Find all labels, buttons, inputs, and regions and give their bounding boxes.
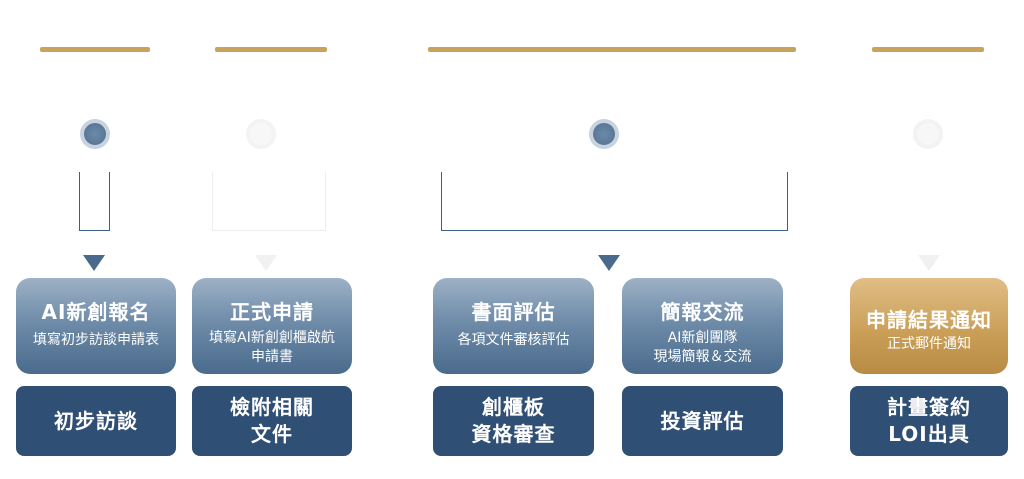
- box-label: 初步訪談: [54, 408, 138, 433]
- flow-arrow-1: [83, 255, 105, 271]
- box-label: 計畫簽約: [887, 395, 971, 419]
- step-number-4: 4: [922, 86, 934, 105]
- card-subtitle: 各項文件審核評估: [457, 332, 570, 348]
- card-title: 正式申請: [230, 300, 314, 324]
- stage-underline-1: [40, 47, 150, 52]
- card-subtitle-line2: 申請書: [251, 349, 293, 365]
- card-formal-application: 正式申請 填寫AI新創創櫃啟航 申請書: [192, 278, 352, 374]
- flow-arrow-2: [255, 255, 277, 271]
- stage-title-announcement: 結果公告: [890, 16, 966, 37]
- box-label: 檢附相關: [230, 395, 314, 419]
- box-label-line2: 資格審查: [471, 422, 556, 446]
- box-label-line2: LOI出具: [888, 422, 970, 446]
- card-subtitle: 填寫初步訪談申請表: [33, 332, 159, 348]
- timeline-dot-1: [80, 119, 110, 149]
- card-subtitle: 正式郵件通知: [887, 336, 971, 352]
- stage-underline-3: [428, 47, 796, 52]
- flow-arrow-4: [918, 255, 940, 271]
- box-attach-documents: 檢附相關 文件: [192, 386, 352, 456]
- timeline-dot-3: [589, 119, 619, 149]
- step-number-1: 1: [89, 86, 101, 105]
- box-board-qualification: 創櫃板 資格審查: [433, 386, 594, 456]
- timeline-dot-2: [246, 119, 276, 149]
- box-contract-signing: 計畫簽約 LOI出具: [850, 386, 1008, 456]
- card-title: 簡報交流: [660, 300, 745, 324]
- card-subtitle-line2: 現場簡報＆交流: [653, 349, 752, 365]
- stage-title-evaluation: 書面評估與面談評估: [526, 16, 698, 37]
- card-presentation: 簡報交流 AI新創團隊 現場簡報＆交流: [622, 278, 783, 374]
- card-title: AI新創報名: [41, 300, 151, 324]
- card-ai-registration: AI新創報名 填寫初步訪談申請表: [16, 278, 176, 374]
- box-label: 創櫃板: [482, 395, 545, 419]
- card-result-notice: 申請結果通知 正式郵件通知: [850, 278, 1008, 374]
- timeline-dot-4: [913, 119, 943, 149]
- card-subtitle: AI新創團隊: [667, 330, 738, 346]
- box-label: 投資評估: [660, 408, 745, 433]
- card-subtitle: 填寫AI新創創櫃啟航: [209, 330, 335, 346]
- box-label-line2: 文件: [251, 422, 293, 446]
- step-number-3: 3: [598, 86, 610, 105]
- connector-bracket-3: [441, 172, 788, 231]
- card-title: 申請結果通知: [866, 308, 992, 332]
- stage-underline-4: [872, 47, 984, 52]
- stage-title-registration: 報名: [76, 16, 114, 37]
- stage-title-application: 正式申請: [233, 16, 309, 37]
- box-initial-interview: 初步訪談: [16, 386, 176, 456]
- stage-underline-2: [215, 47, 327, 52]
- box-investment-evaluation: 投資評估: [622, 386, 783, 456]
- connector-bracket-2: [212, 172, 326, 231]
- step-number-2: 2: [255, 86, 267, 105]
- connector-bracket-1: [79, 172, 110, 231]
- card-title: 書面評估: [471, 300, 556, 324]
- flow-arrow-3: [598, 255, 620, 271]
- card-document-review: 書面評估 各項文件審核評估: [433, 278, 594, 374]
